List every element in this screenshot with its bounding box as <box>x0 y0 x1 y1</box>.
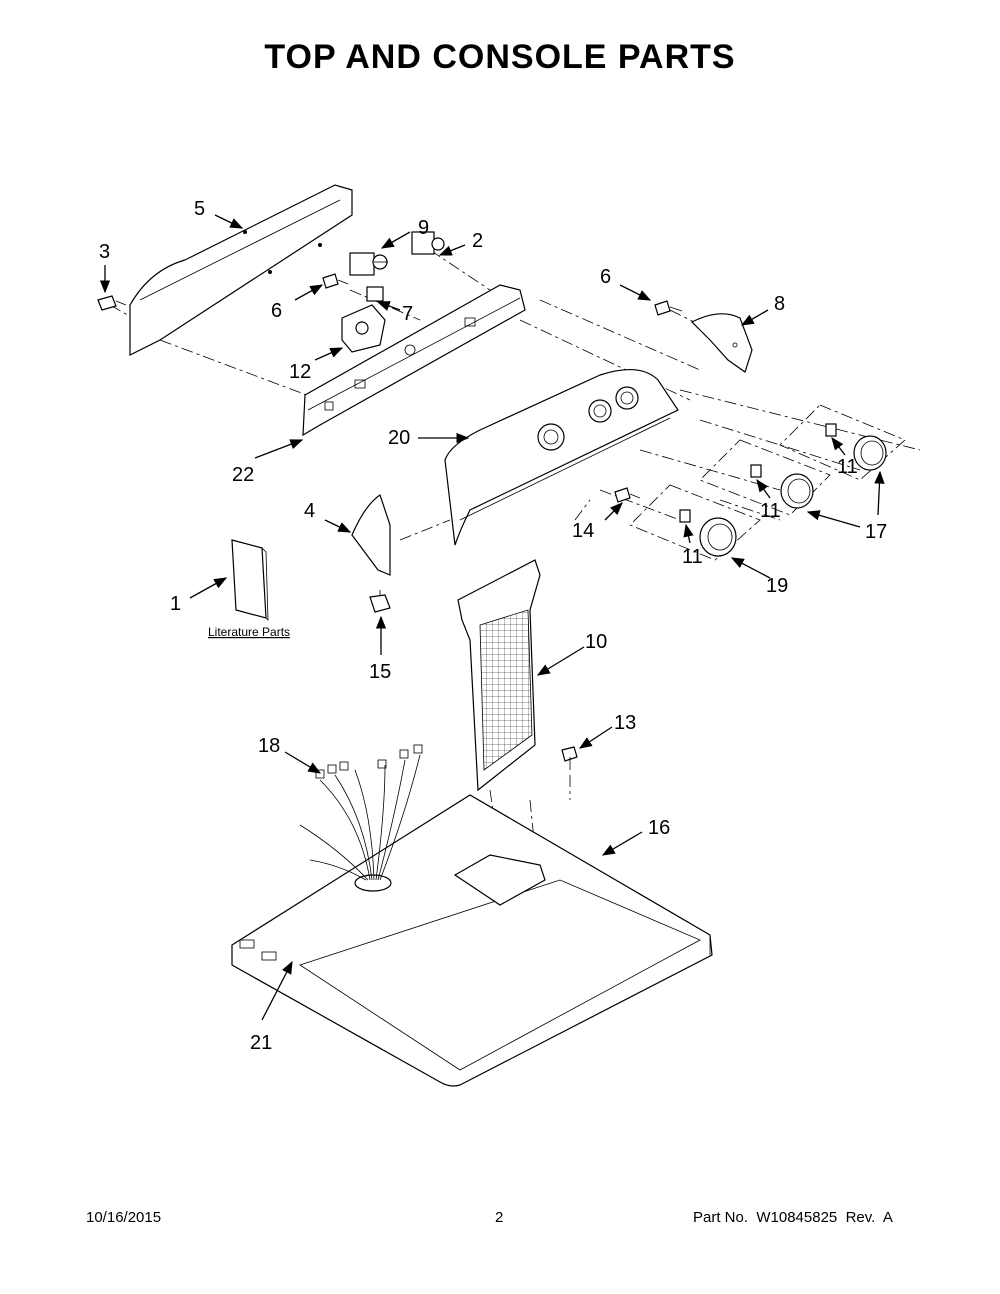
callout-13: 13 <box>614 712 636 734</box>
part-1-literature <box>231 539 269 621</box>
callout-10: 10 <box>585 631 607 653</box>
callout-11-b: 11 <box>760 500 781 522</box>
callout-6-left: 6 <box>271 300 282 322</box>
part-19-knob <box>699 517 737 557</box>
callout-3: 3 <box>99 241 110 263</box>
part-10-lint-filter <box>457 559 541 792</box>
part-18-harness <box>299 744 423 881</box>
callout-17: 17 <box>865 521 887 543</box>
callout-21: 21 <box>250 1032 272 1054</box>
callout-16: 16 <box>648 817 670 839</box>
part-15-clip <box>369 594 391 613</box>
callout-4: 4 <box>304 500 315 522</box>
part-2-switch <box>411 231 445 255</box>
part-11-insert-c <box>679 509 691 523</box>
part-16-top-panel <box>231 794 713 1087</box>
part-14-screw <box>614 487 641 503</box>
part-11-insert-b <box>750 464 762 478</box>
callout-18: 18 <box>258 735 280 757</box>
literature-parts-label: Literature Parts <box>208 625 290 639</box>
callout-15: 15 <box>369 661 391 683</box>
footer-page-number: 2 <box>495 1209 504 1226</box>
assembly-lines <box>109 249 921 861</box>
callout-labels: 5 3 9 2 6 7 12 6 8 22 20 4 11 11 11 17 1… <box>99 198 887 1054</box>
part-8-end-cap <box>690 313 753 373</box>
part-6-screw-left <box>322 273 349 289</box>
callout-1: 1 <box>170 593 181 615</box>
part-17-knob <box>780 435 887 509</box>
callout-9: 9 <box>418 217 429 239</box>
callout-2: 2 <box>472 230 483 252</box>
part-9-switch <box>349 252 388 276</box>
part-22-bracket <box>302 284 526 437</box>
part-13-screw <box>561 746 578 770</box>
callout-5: 5 <box>194 198 205 220</box>
part-5-rear-panel <box>129 184 353 356</box>
footer-date: 10/16/2015 <box>86 1209 162 1226</box>
callout-7: 7 <box>402 303 413 325</box>
callout-22: 22 <box>232 464 254 486</box>
part-12-timer <box>341 304 386 353</box>
part-4-end-cap <box>351 494 391 576</box>
callout-6-right: 6 <box>600 266 611 288</box>
part-11-insert-a <box>825 423 837 437</box>
callout-12: 12 <box>289 361 311 383</box>
page-title: TOP AND CONSOLE PARTS <box>264 38 736 76</box>
leader-arrows <box>99 214 885 1021</box>
part-3-screw <box>97 295 127 311</box>
part-7-clip <box>366 286 384 302</box>
callout-11-c: 11 <box>682 546 703 568</box>
callout-14: 14 <box>572 520 594 542</box>
callout-20: 20 <box>388 427 410 449</box>
part-20-console <box>444 368 679 546</box>
part-6-screw-right <box>654 300 683 316</box>
callout-19: 19 <box>766 575 788 597</box>
callout-11-a: 11 <box>837 456 858 478</box>
footer-part-number: Part No. W10845825 Rev. A <box>693 1209 893 1226</box>
callout-8: 8 <box>774 293 785 315</box>
